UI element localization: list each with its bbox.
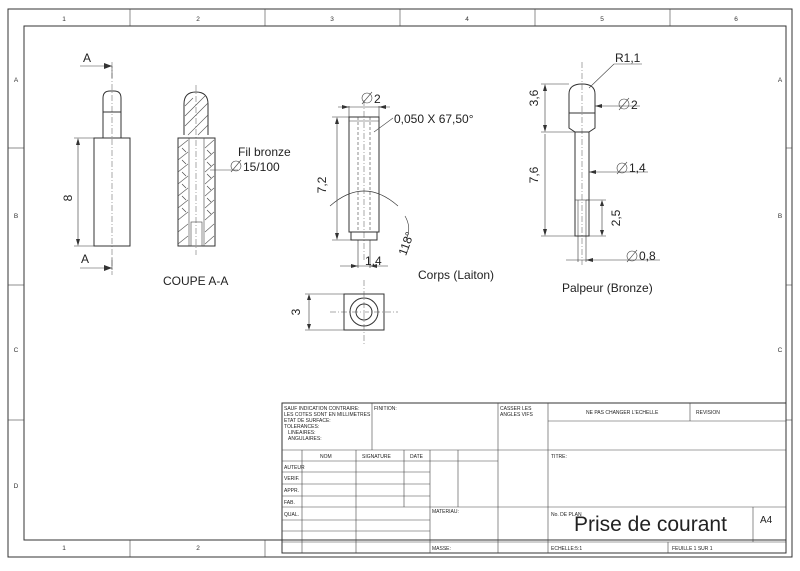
sheet-format: A4: [760, 515, 773, 526]
row-qual: QUAL.: [284, 512, 299, 518]
dim-radius: R1,1: [615, 51, 641, 65]
row-label: A: [14, 77, 19, 84]
row-author: AUTEUR: [284, 465, 305, 471]
title-block: SAUF INDICATION CONTRAIRE: LES COTES SON…: [281, 402, 787, 554]
dim-tip-length: 2,5: [609, 209, 623, 226]
row-label: A: [778, 77, 783, 84]
section-arrow-letter-bottom: A: [81, 252, 89, 266]
drawing-no-label: No. DE PLAN: [551, 512, 582, 518]
drawing-title: Prise de courant: [574, 513, 727, 536]
revision-label: REVISION: [696, 410, 720, 416]
outer-border: [7, 8, 793, 558]
col-label: 4: [465, 16, 469, 23]
material-label: MATERIAU:: [432, 509, 459, 515]
dim-overall-length: 8: [61, 194, 75, 201]
dim-chamfer: 0,050 X 67,50°: [394, 112, 474, 126]
col-label: 2: [196, 16, 200, 23]
dim-shaft-length: 7,6: [527, 166, 541, 183]
dim-head-diameter: 2: [631, 98, 638, 112]
dim-square-size: 3: [289, 308, 303, 315]
row-label: D: [14, 483, 19, 490]
finish-label: FINITION:: [374, 406, 397, 412]
col-label: 1: [62, 16, 66, 23]
col-label: 5: [600, 16, 604, 23]
body-label: Corps (Laiton): [418, 268, 494, 282]
col-label: 1: [62, 545, 66, 552]
wire-diameter: 15/100: [243, 160, 280, 174]
dim-bore-diameter: 1,4: [365, 254, 382, 268]
dim-drill-angle: 118°: [396, 230, 417, 257]
col-label: 2: [196, 545, 200, 552]
note-line: ANGULAIRES:: [288, 436, 322, 442]
col-date: DATE: [410, 454, 424, 460]
note-line: LINEAIRES:: [288, 430, 316, 436]
no-scale-note: NE PAS CHANGER L'ECHELLE: [586, 410, 659, 416]
break-edges-line: ANGLES VIFS: [500, 412, 533, 418]
row-appr: APPR.: [284, 488, 299, 494]
row-label: B: [14, 213, 18, 220]
inner-border: [23, 25, 787, 541]
grid-ticks: [8, 9, 792, 557]
note-line: ETAT DE SURFACE:: [284, 418, 331, 424]
col-name: NOM: [320, 454, 332, 460]
dim-shaft-diameter: 1,4: [629, 161, 646, 175]
diameter-symbol: [626, 249, 638, 263]
section-view: Fil bronze 15/100 COUPE A-A: [163, 85, 291, 288]
mass-label: MASSE:: [432, 546, 451, 552]
dim-body-diameter: 2: [374, 92, 381, 106]
row-verif: VERIF.: [284, 476, 300, 482]
diameter-symbol: [616, 161, 628, 175]
row-label: C: [14, 347, 19, 354]
probe-view: R1,1 3,6 7,6 2 1,4 2,5: [527, 51, 660, 295]
note-line: SAUF INDICATION CONTRAIRE:: [284, 406, 359, 412]
body-view: 2 0,050 X 67,50° 7,2 118° 1,4 Corps (Lai…: [289, 91, 494, 345]
dim-body-length: 7,2: [315, 176, 329, 193]
break-edges-line: CASSER LES: [500, 406, 532, 412]
section-label: COUPE A-A: [163, 274, 228, 288]
dim-head-length: 3,6: [527, 89, 541, 106]
diameter-symbol: [361, 91, 373, 105]
row-label: C: [778, 347, 783, 354]
dim-tip-diameter: 0,8: [639, 249, 656, 263]
diameter-symbol: [618, 97, 630, 111]
section-arrow-letter-top: A: [83, 51, 91, 65]
scale-label: ECHELLE:5:1: [551, 546, 582, 552]
probe-label: Palpeur (Bronze): [562, 281, 653, 295]
col-label: 6: [734, 16, 738, 23]
col-label: 3: [330, 16, 334, 23]
wire-label: Fil bronze: [238, 145, 291, 159]
note-line: TOLERANCES:: [284, 424, 319, 430]
assembly-view: A A 8: [61, 51, 131, 275]
col-signature: SIGNATURE: [362, 454, 391, 460]
diameter-symbol: [230, 159, 242, 173]
row-fab: FAB.: [284, 500, 295, 506]
note-line: LES COTES SONT EN MILLIMETRES: [284, 412, 371, 418]
title-label: TITRE:: [551, 454, 567, 460]
grid-labels: 1 2 3 4 5 6 1 2 A B C D A B C: [14, 16, 783, 552]
row-label: B: [778, 213, 782, 220]
sheet-count: FEUILLE 1 SUR 1: [672, 546, 713, 552]
